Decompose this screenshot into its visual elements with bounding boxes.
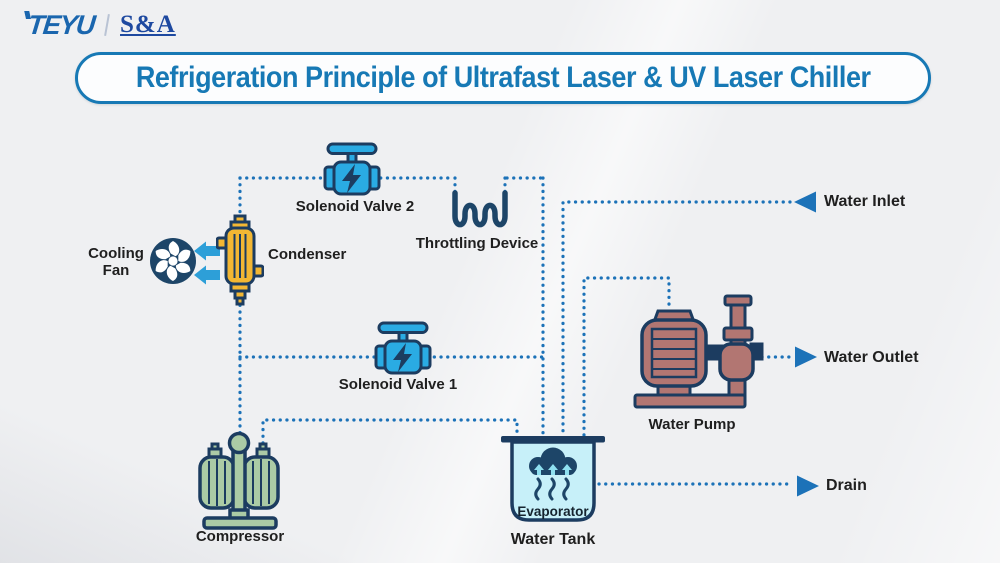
solenoid-valve-1-label: Solenoid Valve 1 xyxy=(338,376,458,393)
cooling-fan-label: Cooling Fan xyxy=(88,245,144,279)
pipe-coil-stubs xyxy=(453,176,507,195)
water-outlet-label: Water Outlet xyxy=(824,349,919,366)
pipe-compressor-suction xyxy=(261,418,519,445)
airflow-arrow-bottom xyxy=(194,265,220,285)
title-banner: Refrigeration Principle of Ultrafast Las… xyxy=(75,52,931,104)
compressor-icon xyxy=(198,431,280,530)
solenoid-valve-1-icon xyxy=(374,321,432,375)
condenser-label: Condenser xyxy=(268,246,347,263)
throttling-coil xyxy=(452,190,508,228)
brand-logo-sa: S&A xyxy=(120,11,176,38)
pipe-pump-suction xyxy=(582,276,671,437)
condenser-icon xyxy=(216,214,264,306)
water-tank-label: Water Tank xyxy=(510,531,596,548)
water-inlet-label: Water Inlet xyxy=(824,193,906,210)
compressor-label: Compressor xyxy=(195,528,285,545)
drain-arrow xyxy=(797,475,819,497)
pipe-water-inlet xyxy=(561,200,792,437)
water-pump-icon xyxy=(633,294,764,409)
water-tank-icon xyxy=(501,436,605,522)
cooling-fan-icon xyxy=(150,238,196,284)
evaporator-label: Evaporator xyxy=(517,504,589,519)
airflow-arrow-top xyxy=(194,241,220,261)
water-inlet-arrow xyxy=(794,191,816,213)
drain-label: Drain xyxy=(826,477,867,494)
solenoid-valve-2-label: Solenoid Valve 2 xyxy=(295,198,415,215)
page-title: Refrigeration Principle of Ultrafast Las… xyxy=(135,61,871,94)
logo: TEYU S&A xyxy=(26,8,176,42)
water-pump-label: Water Pump xyxy=(648,416,736,433)
solenoid-valve-2-icon xyxy=(323,142,381,196)
water-outlet-arrow xyxy=(795,346,817,368)
throttling-device-label: Throttling Device xyxy=(415,235,539,252)
